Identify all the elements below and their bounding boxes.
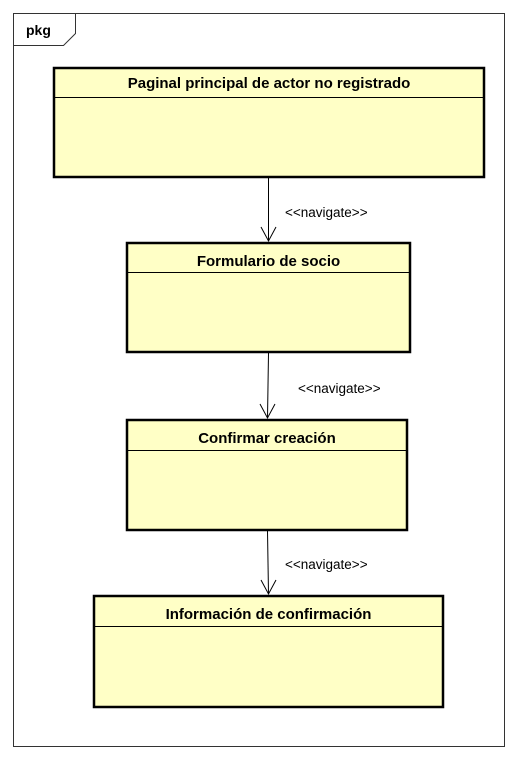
page-node[interactable]: Formulario de socio — [125, 241, 412, 354]
page-node[interactable]: Paginal principal de actor no registrado — [52, 66, 486, 179]
node-box-informacion-confirmacion[interactable] — [92, 594, 445, 709]
navigate-edge: <<navigate>> — [260, 178, 368, 243]
edge-line — [267, 530, 269, 595]
node-box-confirmar-creacion[interactable] — [125, 418, 409, 532]
package-frame — [13, 13, 505, 747]
edge-label: <<navigate>> — [285, 557, 368, 572]
node-title: Paginal principal de actor no registrado — [128, 75, 411, 92]
edge-label: <<navigate>> — [298, 381, 381, 396]
page-node[interactable]: Información de confirmación — [92, 594, 445, 709]
navigate-edge: <<navigate>> — [259, 352, 381, 420]
node-box-paginal-principal[interactable] — [52, 66, 486, 179]
navigate-edge: <<navigate>> — [260, 530, 368, 596]
edge-label: <<navigate>> — [285, 205, 368, 220]
node-title: Confirmar creación — [198, 430, 336, 447]
node-title: Formulario de socio — [197, 253, 340, 270]
package-tab — [13, 13, 76, 46]
page-node[interactable]: Confirmar creación — [125, 418, 409, 532]
edge-arrowhead — [259, 403, 276, 420]
edge-arrowhead — [260, 579, 277, 596]
package-label: pkg — [26, 22, 51, 38]
edge-line — [267, 352, 269, 419]
edge-arrowhead — [260, 226, 277, 243]
node-box-formulario-socio[interactable] — [125, 241, 412, 354]
node-title: Información de confirmación — [166, 606, 372, 623]
